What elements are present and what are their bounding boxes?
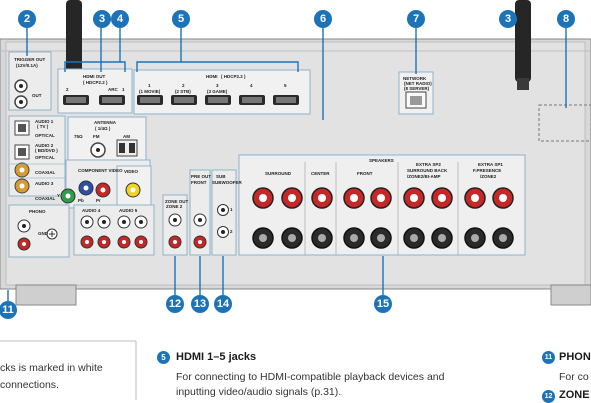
antenna-label: ANTENNA [94, 120, 116, 125]
coaxial-label: COAXIAL [35, 170, 56, 175]
callout-5: 5 [172, 10, 190, 28]
component-pr: Pr [96, 198, 101, 203]
component-video-label: COMPONENT VIDEO [78, 168, 123, 173]
callout-11: 11 [0, 301, 17, 319]
surround-back-label: SURROUND BACK [407, 168, 448, 173]
component-pb: Pb [78, 198, 84, 203]
callout-3-right: 3 [499, 10, 517, 28]
item-5-body-line-1: For connecting to HDMI-compatible playba… [176, 371, 445, 383]
hdmi-out-port-2: 2 [66, 87, 69, 92]
hdmi-input-1-num: 1 [148, 83, 151, 88]
audio2-sub: ( BD/DVD ) [35, 148, 58, 153]
network-sub: (NET RADIO) [404, 81, 432, 86]
antenna-fm: FM [93, 134, 100, 139]
trigger-out-out: OUT [32, 93, 42, 98]
audio1-label: AUDIO 1 [35, 119, 54, 124]
coaxial2-label: COAXIAL [35, 196, 56, 201]
audio2-label: AUDIO 2 [35, 143, 54, 148]
pre-out-front: FRONT [191, 180, 207, 185]
audio5-label: AUDIO 5 [119, 208, 138, 213]
speakers-title: SPEAKERS [369, 158, 394, 163]
antenna-am: AM [123, 134, 130, 139]
hdmi-input-2-sub: (2 STB) [175, 89, 191, 94]
trigger-out-label: TRIGGER OUT [14, 57, 46, 62]
hdmi-out-port-1: 1 [122, 87, 125, 92]
extra-sp1-label: EXTRA SP1 [478, 162, 503, 167]
item-5-badge: 5 [157, 351, 170, 364]
trigger-out-sub: (12V/0.1A) [16, 63, 38, 68]
surround-back-sub: /ZONE2/BI-AMP [407, 174, 441, 179]
callout-14: 14 [214, 295, 232, 313]
item-11-badge: 11 [542, 351, 555, 364]
hdmi-input-1-sub: (1 MOVIE) [139, 89, 161, 94]
hdmi-input-4-num: 4 [250, 83, 253, 88]
front-speaker-label: FRONT [357, 171, 373, 176]
zone-out-label: ZONE OUT [165, 199, 189, 204]
item-12-heading: ZONE [559, 389, 590, 401]
antenna-75ohm: 75Ω [74, 134, 83, 139]
subwoofer-label: SUBWOOFER [212, 180, 242, 185]
video-label: VIDEO [124, 169, 139, 174]
audio1-sub: ( TV ) [37, 124, 49, 129]
audio4-label: AUDIO 4 [82, 208, 101, 213]
antenna-sub: ( 1/4Ω ) [95, 126, 111, 131]
subwoofer-short: SUB [216, 174, 226, 179]
callout-2: 2 [18, 10, 36, 28]
hdmi-input-3-sub: (3 GAME) [207, 89, 228, 94]
gnd-label: GND [38, 231, 48, 236]
center-label: CENTER [311, 171, 330, 176]
callout-8: 8 [557, 10, 575, 28]
network-label: NETWORK [403, 76, 427, 81]
subwoofer-out-1: 1 [230, 207, 233, 212]
callout-6: 6 [314, 10, 332, 28]
hdmi-title-sub: ( HDCP2.2 ) [221, 74, 246, 79]
item-11-body: For co [559, 371, 589, 383]
item-12-badge: 12 [542, 390, 555, 403]
callout-13: 13 [191, 295, 209, 313]
zone2-label: ZONE 2 [166, 204, 183, 209]
optical1-label: OPTICAL [35, 133, 55, 138]
item-5-heading: HDMI 1–5 jacks [176, 351, 257, 363]
hdmi-out-sub: ( HDCP2.2 ) [83, 80, 108, 85]
callout-4: 4 [111, 10, 129, 28]
extra-sp2-label: EXTRA SP2 [416, 162, 441, 167]
callout-3-left: 3 [93, 10, 111, 28]
hdmi-out-arc: ARC [108, 87, 118, 92]
hdmi-input-3-num: 3 [216, 83, 219, 88]
component-y: Y [57, 193, 61, 198]
hdmi-input-2-num: 2 [182, 83, 185, 88]
hdmi-title: HDMI [206, 74, 218, 79]
f-presence-sub: /ZONE2 [480, 174, 497, 179]
callout-12: 12 [166, 295, 184, 313]
f-presence-label: F.PRESENCE [473, 168, 502, 173]
optical2-label: OPTICAL [35, 155, 55, 160]
hdmi-out-title: HDMI OUT [83, 74, 106, 79]
left-note-line-2: connections. [0, 379, 59, 391]
phono-label: PHONO [29, 209, 46, 214]
callout-15: 15 [374, 295, 392, 313]
callout-7: 7 [407, 10, 425, 28]
hdmi-input-5-num: 5 [284, 83, 287, 88]
surround-label: SURROUND [265, 171, 292, 176]
item-11-heading: PHON [559, 351, 591, 363]
left-note-line-1: cks is marked in white [0, 362, 103, 374]
subwoofer-out-2: 2 [230, 229, 233, 234]
network-sub2: (8 SERVER) [404, 86, 430, 91]
item-5-body-line-2: inputting video/audio signals (p.31). [176, 386, 342, 398]
audio3-label: AUDIO 3 [35, 181, 54, 186]
pre-out-label: PRE OUT [191, 174, 212, 179]
